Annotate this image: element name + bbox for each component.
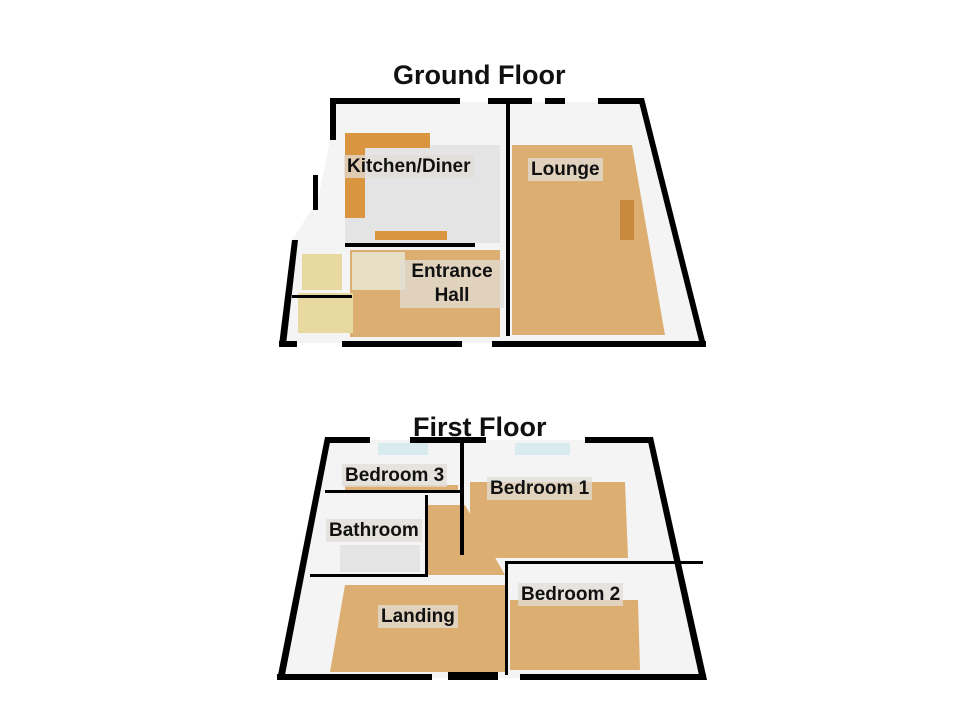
landing-floor [330, 585, 505, 672]
bedroom-1-floor [470, 482, 628, 558]
bathroom-floor [340, 545, 420, 572]
room-label-bathroom: Bathroom [326, 519, 422, 542]
room-label-bedroom-2: Bedroom 2 [518, 583, 624, 606]
stairs [352, 252, 405, 290]
room-label-entrance-hall: Entrance Hall [400, 260, 504, 308]
ground-floor-plan [279, 98, 706, 347]
first-floor-walls [277, 437, 707, 680]
bedroom-3-window [378, 443, 428, 455]
lounge-floor [512, 145, 665, 335]
room-label-bedroom-1: Bedroom 1 [487, 477, 593, 500]
room-label-kitchen-diner: Kitchen/Diner [344, 155, 474, 178]
cupboard-1 [302, 254, 342, 290]
lounge-fireplace [620, 200, 634, 240]
cupboard-2 [298, 293, 353, 333]
room-label-lounge: Lounge [528, 158, 603, 181]
ground-floor-walls [279, 98, 706, 347]
kitchen-island [375, 231, 447, 240]
bedroom-2-floor [510, 600, 640, 670]
first-floor-title: First Floor [413, 412, 547, 442]
room-label-landing: Landing [378, 605, 458, 628]
ground-floor-title: Ground Floor [393, 60, 566, 90]
landing-hall-floor [425, 505, 505, 575]
bedroom-1-window [515, 443, 570, 455]
room-label-bedroom-3: Bedroom 3 [342, 464, 448, 487]
